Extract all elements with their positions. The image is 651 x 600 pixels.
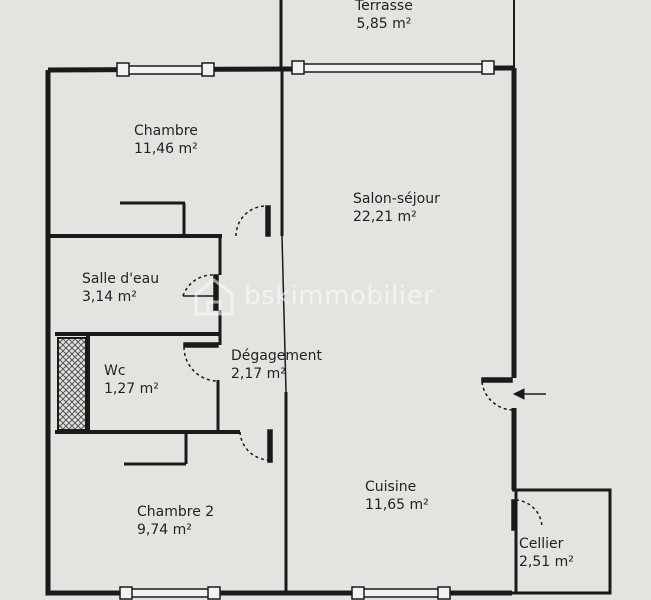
room-area: 11,65 m² [365, 497, 429, 513]
room-area: 1,27 m² [104, 381, 159, 397]
room-label-cellier: Cellier 2,51 m² [519, 535, 574, 571]
room-name: Salon-séjour [353, 191, 440, 207]
room-name: Chambre [134, 123, 198, 139]
room-name: Terrasse [355, 0, 413, 14]
entry-arrow-icon [512, 388, 546, 400]
room-label-degagement: Dégagement 2,17 m² [231, 347, 322, 383]
terrace-walls [279, 0, 515, 68]
room-label-salle-deau: Salle d'eau 3,14 m² [82, 270, 159, 306]
room-label-chambre-2: Chambre 2 9,74 m² [137, 503, 214, 539]
room-area: 5,85 m² [356, 16, 412, 32]
door-swings [182, 205, 543, 531]
room-area: 22,21 m² [353, 209, 417, 225]
interior-walls [48, 68, 518, 593]
room-area: 11,46 m² [134, 141, 198, 157]
bottom-windows [119, 586, 451, 600]
room-name: Chambre 2 [137, 504, 215, 520]
outer-walls [45, 65, 612, 596]
room-label-cuisine: Cuisine 11,65 m² [365, 478, 429, 514]
room-area: 2,51 m² [519, 554, 574, 570]
room-name: Dégagement [231, 348, 322, 364]
top-windows [116, 60, 495, 77]
room-area: 9,74 m² [137, 522, 192, 538]
watermark-text: bskimmobilier [244, 281, 435, 311]
room-label-chambre: Chambre 11,46 m² [134, 122, 198, 158]
room-name: Cellier [519, 536, 564, 552]
room-name: Salle d'eau [82, 271, 160, 287]
room-area: 3,14 m² [82, 289, 137, 305]
room-area: 2,17 m² [231, 366, 286, 382]
room-label-wc: Wc 1,27 m² [104, 362, 159, 398]
room-name: Wc [104, 363, 126, 379]
house-logo-icon [194, 278, 234, 316]
room-name: Cuisine [365, 479, 417, 495]
watermark: bskimmobilier [192, 276, 434, 316]
duct-hatch [57, 337, 87, 431]
room-label-terrasse: Terrasse 5,85 m² [355, 0, 413, 33]
room-label-salon-sejour: Salon-séjour 22,21 m² [353, 190, 440, 226]
